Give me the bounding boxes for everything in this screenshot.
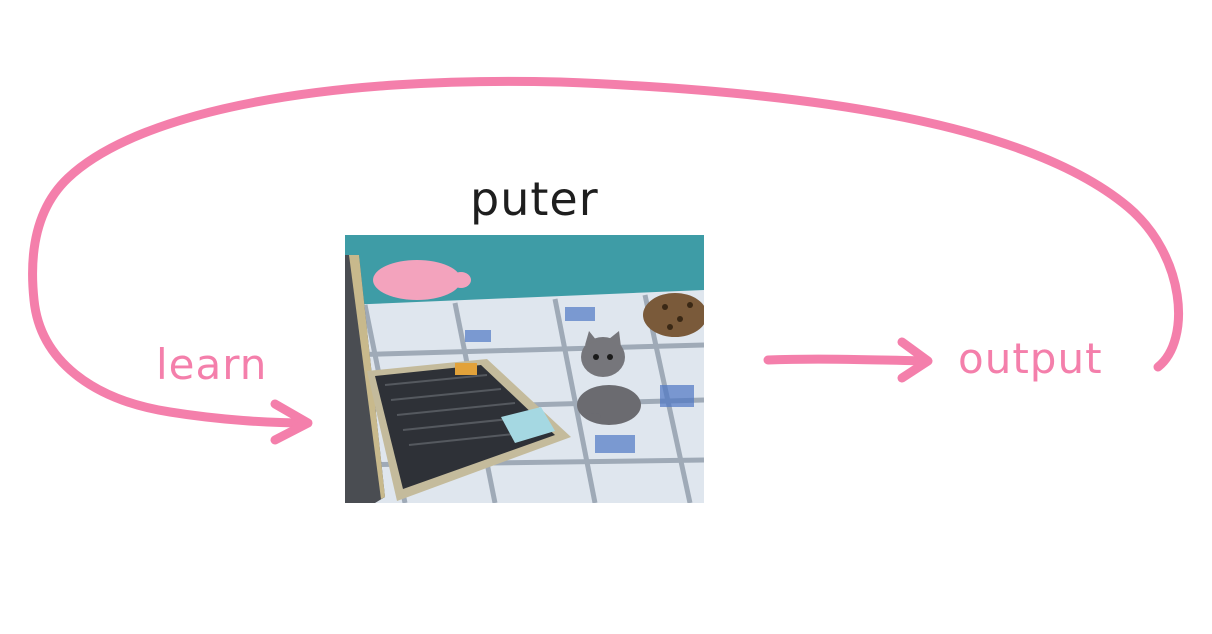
- feedback-loop-arrowhead: [270, 399, 313, 445]
- puter-label: puter: [470, 172, 599, 226]
- output-label: output: [958, 334, 1103, 383]
- output-arrowhead: [897, 337, 933, 383]
- output-arrow: [763, 354, 930, 366]
- learn-label: learn: [156, 340, 268, 389]
- kitten-with-laptop-photo: [345, 235, 704, 503]
- feedback-loop-arrow: [28, 76, 1184, 428]
